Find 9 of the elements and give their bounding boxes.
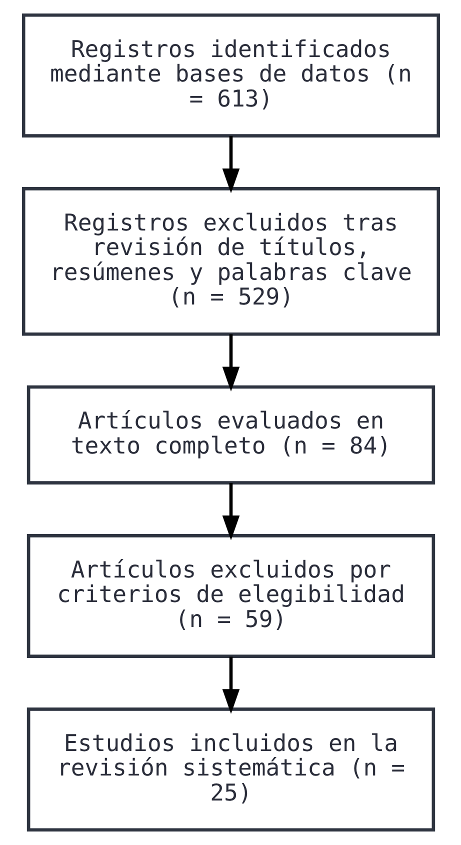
arrow	[222, 136, 240, 194]
node-box: Registros identificados mediante bases de datos (n = 613)	[21, 14, 440, 138]
node-box: Estudios incluidos en la revisión sistemática (n = 25)	[26, 708, 435, 832]
arrow	[222, 656, 240, 714]
node-box: Artículos evaluados en texto completo (n = 84)	[26, 385, 435, 484]
arrow	[222, 334, 240, 392]
node-box: Artículos excluidos por criterios de elegibilidad (n = 59)	[26, 534, 435, 658]
arrow	[222, 483, 240, 540]
node-box: Registros excluidos tras revisión de títulos, resúmenes y palabras clave (n = 529)	[21, 187, 440, 336]
